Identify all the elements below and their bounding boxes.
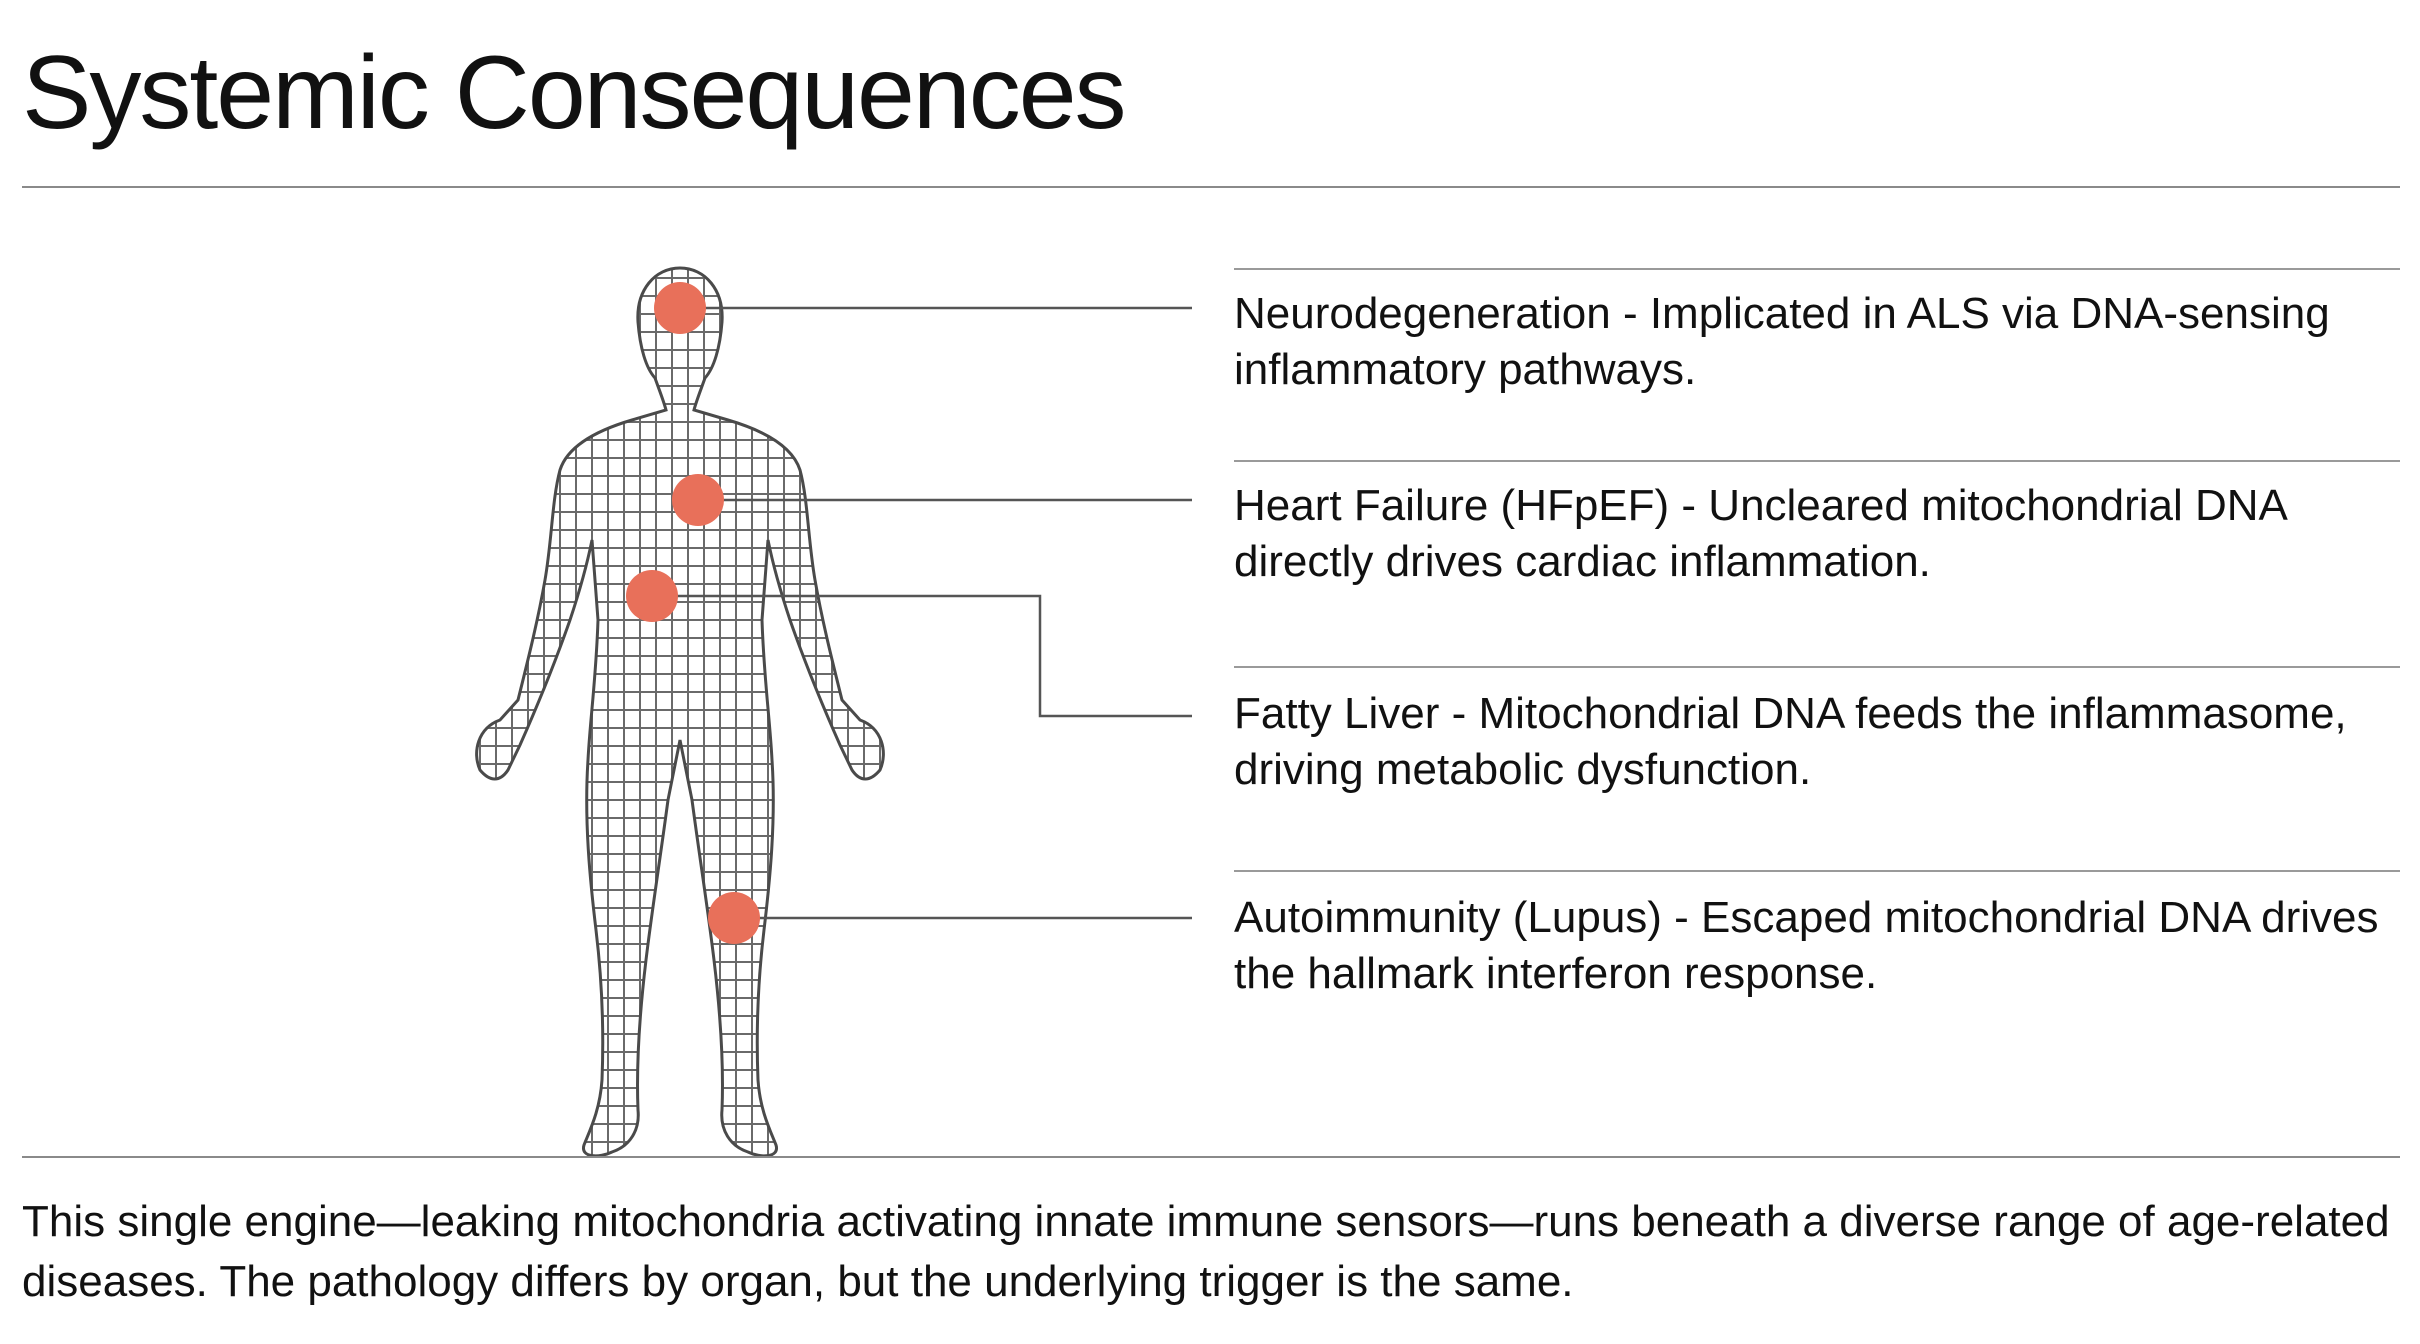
marker-knee [708, 892, 760, 944]
item-divider [1234, 460, 2400, 462]
connector-line-liver [672, 594, 1192, 718]
item-autoimmunity: Autoimmunity (Lupus) - Escaped mitochond… [1234, 893, 2379, 998]
item-fatty-liver: Fatty Liver - Mitochondrial DNA feeds th… [1234, 689, 2347, 794]
item-divider [1234, 268, 2400, 270]
page-title: Systemic Consequences [22, 35, 1127, 151]
item-divider [1234, 870, 2400, 872]
item-neurodegeneration: Neurodegeneration - Implicated in ALS vi… [1234, 289, 2330, 394]
marker-brain [654, 282, 706, 334]
title-divider [22, 186, 2400, 188]
marker-liver [626, 570, 678, 622]
footer-text: This single engine—leaking mitochondria … [22, 1197, 2390, 1306]
item-divider [1234, 666, 2400, 668]
footer-divider [22, 1156, 2400, 1158]
item-heart-failure: Heart Failure (HFpEF) - Uncleared mitoch… [1234, 481, 2286, 586]
marker-heart [672, 474, 724, 526]
